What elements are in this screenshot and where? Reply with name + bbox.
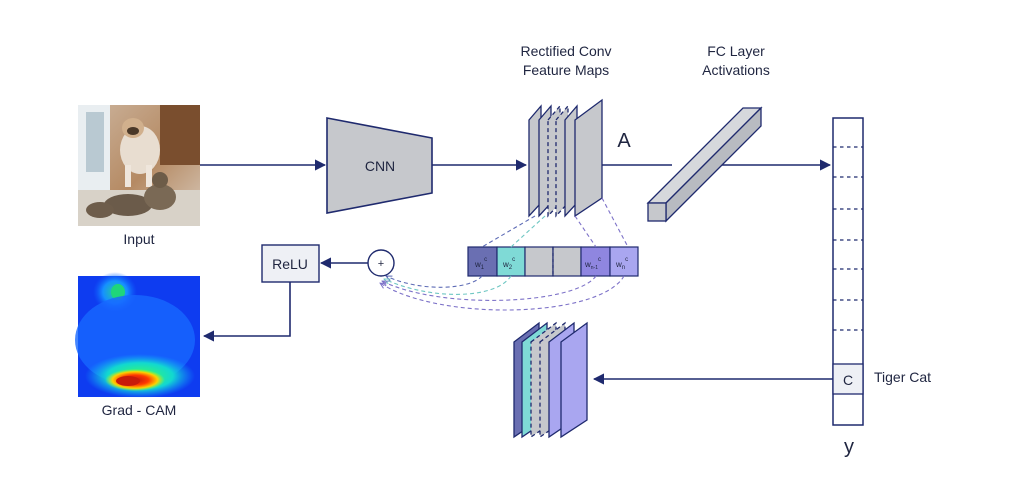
weight-2-base: w (502, 260, 509, 269)
weight-n-1-base: w (584, 260, 591, 269)
weight-2-sup: c (512, 257, 515, 263)
output-class-cell (832, 363, 864, 395)
input-label: Input (123, 231, 154, 247)
weight-n: wnc (615, 257, 628, 271)
weight-1: w1 c (474, 257, 487, 271)
weighted-sum-links (380, 276, 625, 311)
weight-n-1-sup: c (598, 257, 601, 263)
sum-symbol: + (378, 258, 384, 270)
feature-maps-symbol: A (617, 130, 631, 152)
fc-title-line1: FC Layer (707, 43, 765, 59)
weight-1-base: w (474, 260, 481, 269)
gradcam-heatmap (75, 272, 200, 398)
weight-2: w2 c (502, 257, 515, 271)
gradient-maps-stack (513, 321, 588, 439)
fc-title-line2: Activations (702, 62, 770, 78)
cnn-label: CNN (365, 158, 395, 174)
output-class-cell-label: C (843, 372, 853, 388)
gradcam-label: Grad - CAM (102, 402, 177, 418)
weight-n-sub: n (622, 265, 625, 271)
input-image (78, 105, 200, 226)
weight-2-sub: 2 (509, 265, 513, 271)
weight-n-1-sub: n-1 (591, 265, 598, 271)
weight-n-base: w (615, 260, 622, 269)
feature-to-weight-links (481, 197, 629, 248)
edge-relu-to-gradcam (202, 282, 291, 342)
relu-label: ReLU (272, 256, 308, 272)
output-class-name: Tiger Cat (874, 369, 931, 385)
weight-n-sup: c (625, 257, 628, 263)
relu-box (261, 244, 320, 283)
output-symbol: y (844, 436, 854, 458)
weight-1-sup: c (484, 257, 487, 263)
output-vector (832, 117, 864, 426)
weight-n-1: wn-1c (584, 257, 601, 271)
fc-layer-bar (646, 106, 763, 223)
feature-maps-stack (528, 98, 603, 218)
feature-maps-title-line2: Feature Maps (523, 62, 609, 78)
cnn-block (326, 117, 433, 214)
feature-maps-title-line1: Rectified Conv (520, 43, 611, 59)
weight-1-sub: 1 (481, 265, 485, 271)
